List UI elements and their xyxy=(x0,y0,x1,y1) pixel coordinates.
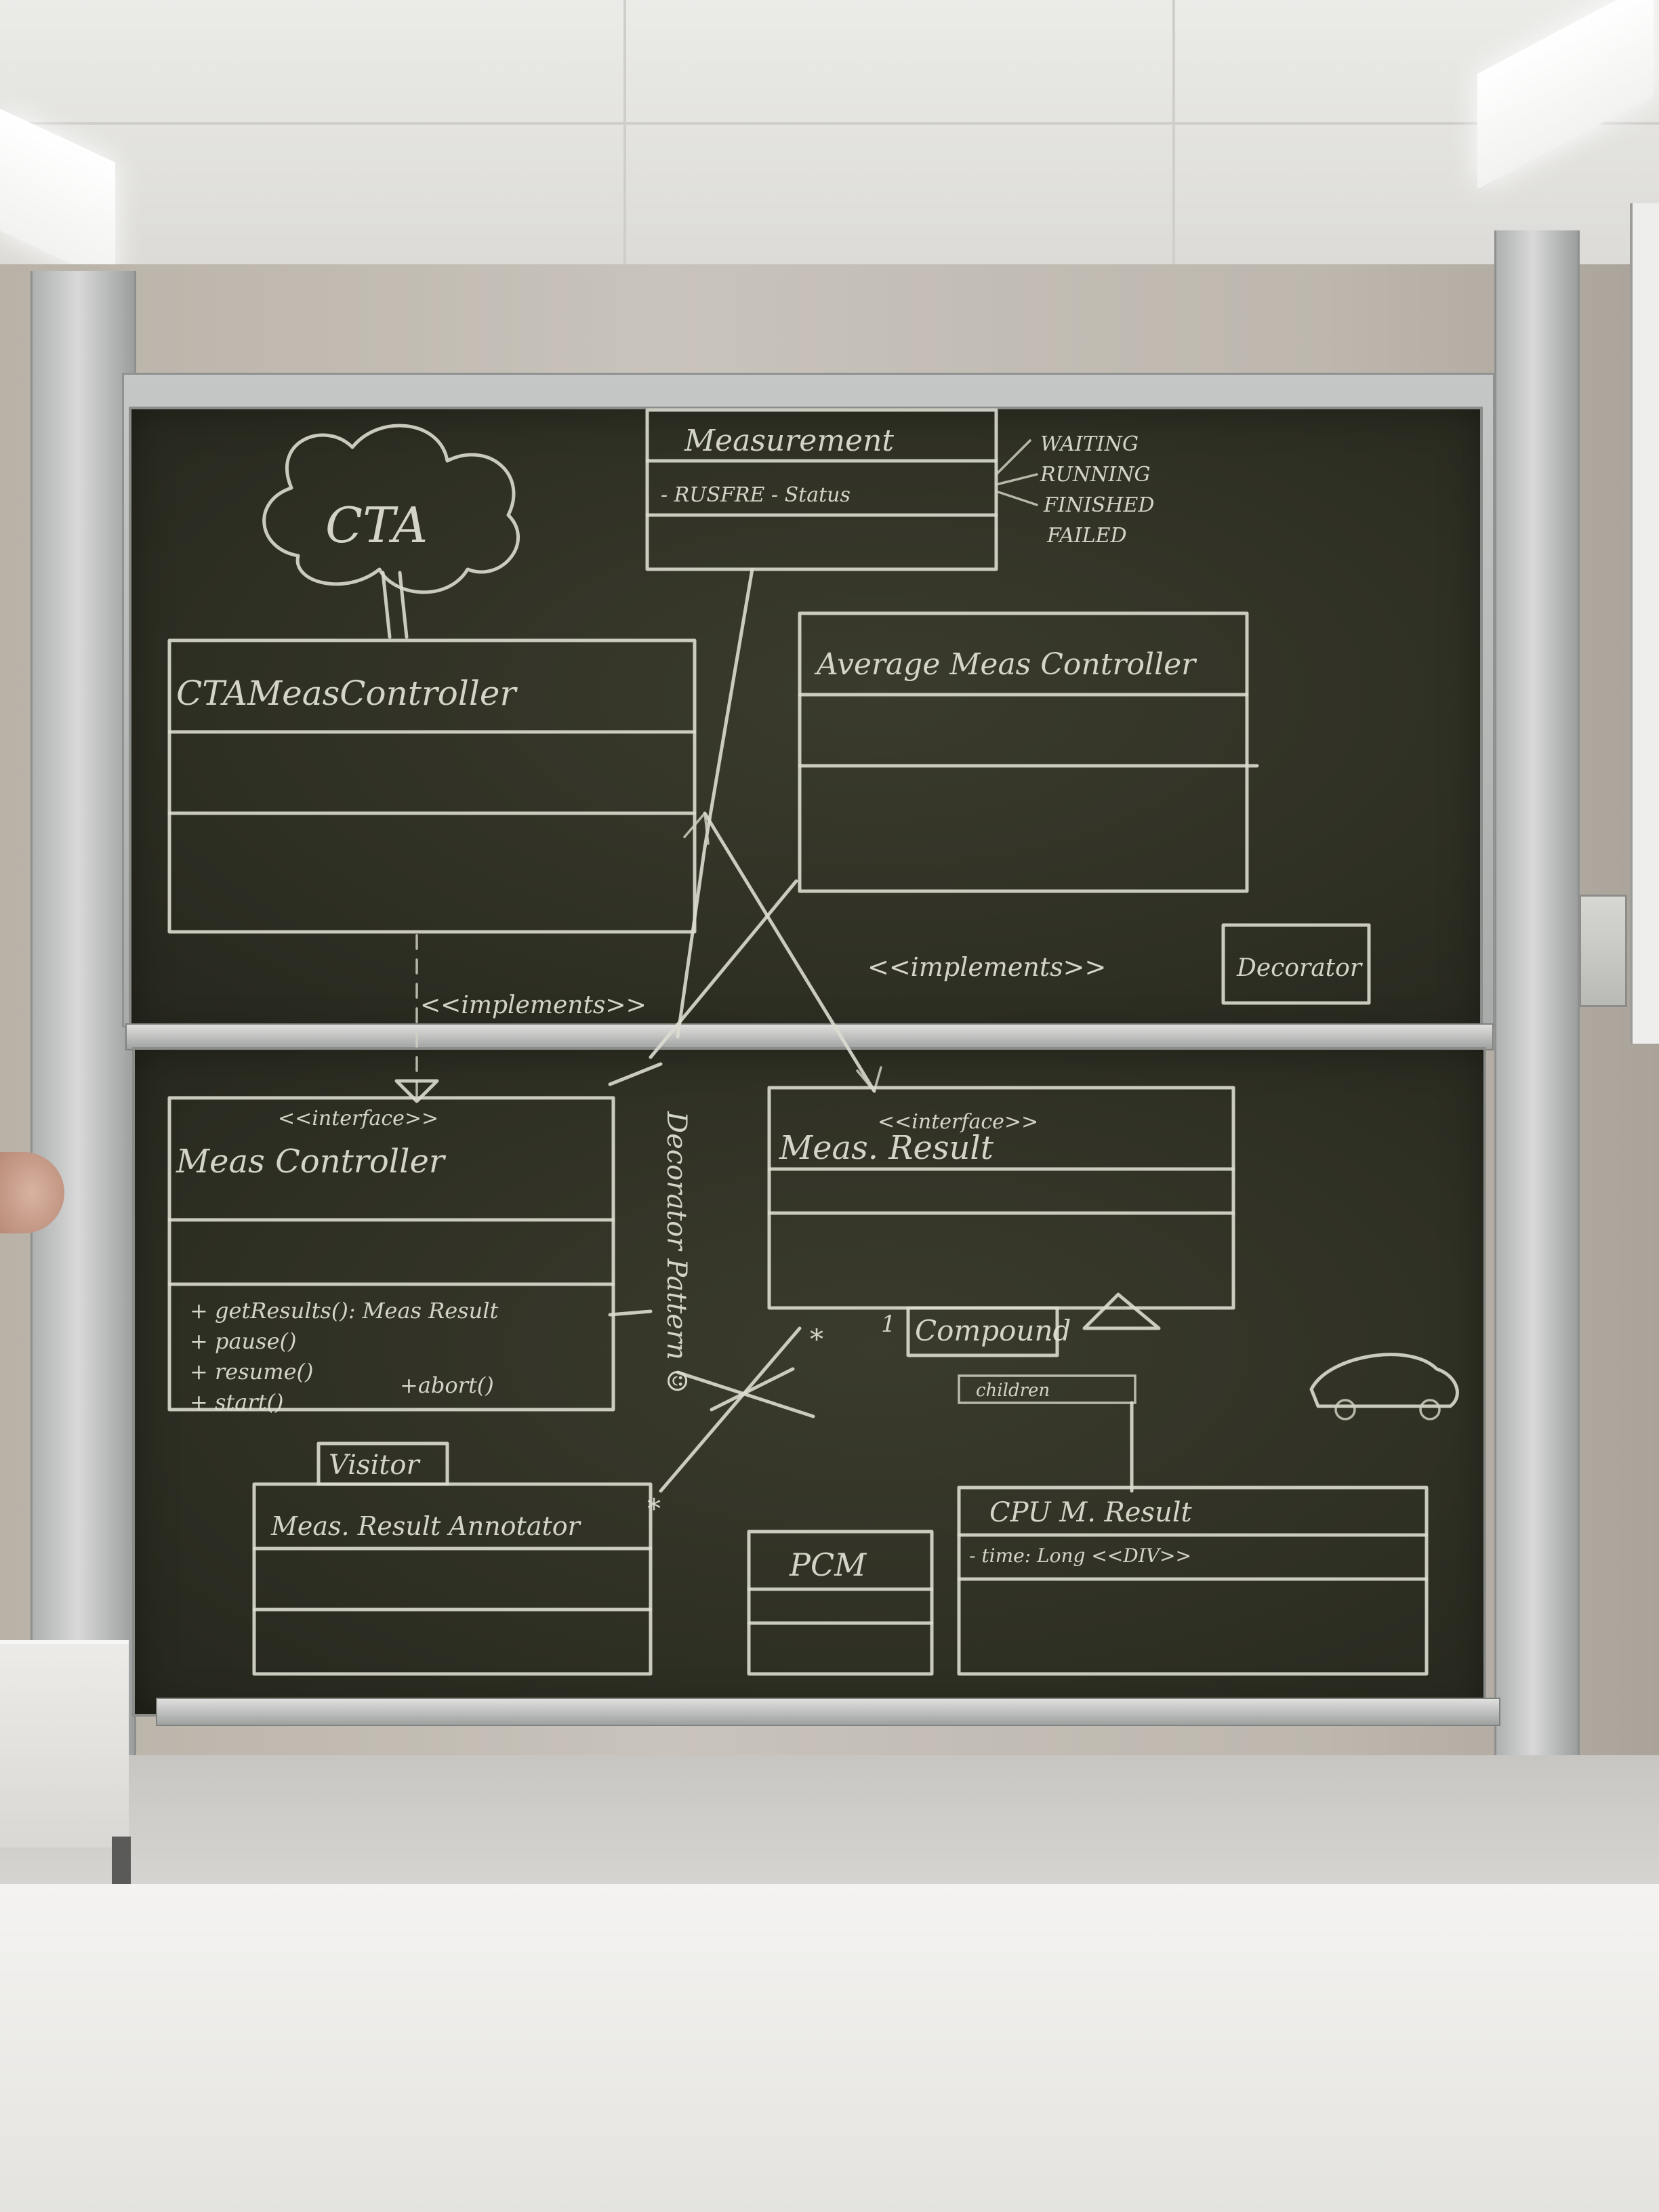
wall-switch-box xyxy=(1579,895,1627,1007)
decorator-arrow xyxy=(608,1062,663,1317)
measurement-attribute: - RUSFRE - Status xyxy=(661,483,851,507)
annotator-title: Meas. Result Annotator xyxy=(270,1511,582,1541)
average-controller-title: Average Meas Controller xyxy=(814,647,1197,682)
association-line xyxy=(676,567,754,1039)
car-doodle-icon xyxy=(1309,1353,1459,1408)
compound-box xyxy=(906,1306,1059,1357)
measurement-class-box xyxy=(645,408,998,571)
projection-screen-edge xyxy=(1630,203,1659,1044)
cpu-result-attribute: - time: Long <<DIV>> xyxy=(969,1544,1191,1567)
cta-label: CTA xyxy=(325,497,428,554)
meas-result-stereotype: <<interface>> xyxy=(878,1110,1038,1134)
car-wheel xyxy=(1419,1399,1441,1420)
meas-controller-method: + pause() xyxy=(190,1328,296,1354)
meas-controller-method: + start() xyxy=(190,1389,283,1415)
association-line xyxy=(649,879,798,1059)
cpu-result-title: CPU M. Result xyxy=(989,1497,1193,1528)
decorator-box xyxy=(1221,923,1371,1005)
children-label: children xyxy=(976,1380,1050,1401)
compound-label: Compound xyxy=(915,1314,1071,1347)
bottom-ledge xyxy=(156,1698,1500,1726)
state-finished: FINISHED xyxy=(1043,493,1154,517)
measurement-title: Measurement xyxy=(684,424,894,458)
association-line xyxy=(703,811,876,1093)
association-line xyxy=(710,1367,795,1412)
meas-controller-stereotype: <<interface>> xyxy=(278,1107,438,1130)
meas-result-title: Meas. Result xyxy=(779,1129,994,1167)
multiplicity-star: * xyxy=(810,1324,823,1355)
children-box xyxy=(958,1374,1136,1404)
ceiling-tile-line xyxy=(623,0,626,264)
implements-left-label: <<implements>> xyxy=(420,991,647,1019)
decorator-box-label: Decorator xyxy=(1236,954,1363,982)
cta-controller-title: CTAMeasController xyxy=(176,674,518,713)
left-rail xyxy=(30,271,136,1837)
cta-controller-class-box xyxy=(167,638,697,934)
meas-controller-title: Meas Controller xyxy=(176,1143,447,1181)
pcm-title: PCM xyxy=(789,1547,867,1583)
ceiling xyxy=(0,0,1659,285)
car-wheel xyxy=(1334,1399,1356,1420)
cloud-tail xyxy=(381,571,409,639)
floor xyxy=(0,1755,1659,1884)
implements-right-label: <<implements>> xyxy=(867,952,1106,982)
states-brace xyxy=(995,439,1038,506)
ceiling-tile-line xyxy=(1172,0,1175,264)
meas-controller-class-box xyxy=(167,1096,615,1412)
state-waiting: WAITING xyxy=(1040,432,1139,456)
foreground-desk xyxy=(0,1884,1659,2212)
state-running: RUNNING xyxy=(1040,463,1150,487)
multiplicity-one: 1 xyxy=(881,1311,896,1338)
annotator-class-box xyxy=(252,1482,653,1676)
arrowhead xyxy=(683,812,710,845)
right-rail xyxy=(1494,230,1580,1830)
visitor-label: Visitor xyxy=(329,1450,421,1481)
association-line xyxy=(659,1326,802,1493)
meas-controller-abort: +abort() xyxy=(400,1372,494,1398)
average-controller-class-box xyxy=(798,611,1249,893)
pcm-class-box xyxy=(747,1530,934,1676)
inheritance-triangle xyxy=(394,1079,439,1103)
table-leg xyxy=(112,1837,131,1884)
meas-controller-method: + resume() xyxy=(190,1359,314,1385)
decorator-pattern-label: Decorator Pattern ☺ xyxy=(661,1111,692,1393)
state-failed: FAILED xyxy=(1046,524,1127,548)
inheritance-triangle xyxy=(1082,1292,1161,1330)
side-table xyxy=(0,1640,129,1847)
ceiling-tile-line xyxy=(0,122,1659,125)
meas-controller-method: + getResults(): Meas Result xyxy=(190,1298,498,1324)
person-hand xyxy=(0,1152,64,1233)
cta-cloud-icon xyxy=(262,424,520,594)
